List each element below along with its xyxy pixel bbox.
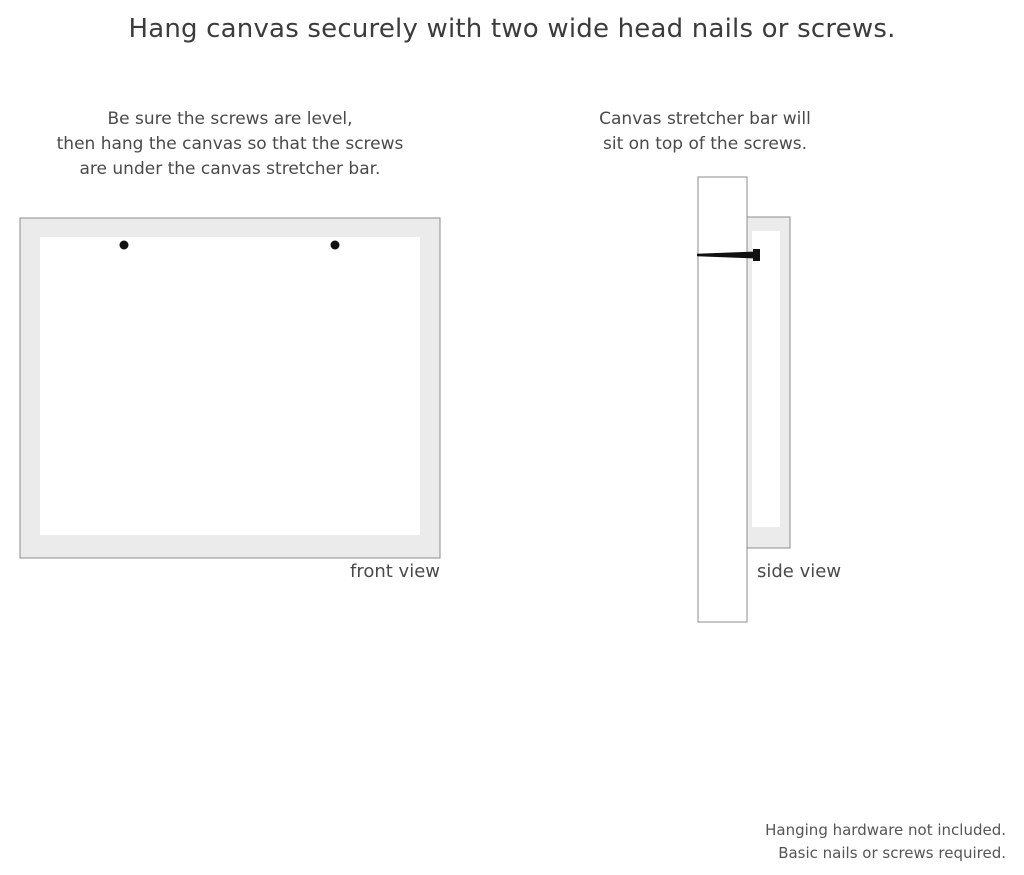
front-canvas-inner-rect <box>40 237 420 535</box>
front-canvas-outer-rect <box>19 217 441 559</box>
front-caption-line-2: then hang the canvas so that the screws <box>56 134 404 154</box>
side-screw-nail-icon <box>697 249 760 261</box>
side-view-caption: Canvas stretcher bar will sit on top of … <box>565 107 845 157</box>
front-view-diagram <box>19 217 441 559</box>
front-view-caption: Be sure the screws are level, then hang … <box>20 107 440 182</box>
side-wall-rect <box>697 176 748 623</box>
disclaimer-line-1: Hanging hardware not included. <box>765 821 1006 839</box>
disclaimer-line-2: Basic nails or screws required. <box>778 844 1006 862</box>
side-view-diagram <box>697 176 791 623</box>
front-caption-line-3: are under the canvas stretcher bar. <box>79 159 381 179</box>
front-caption-line-1: Be sure the screws are level, <box>107 109 353 129</box>
side-canvas-inner-cavity-rect <box>752 231 780 527</box>
side-caption-line-2: sit on top of the screws. <box>602 134 808 154</box>
side-caption-line-1: Canvas stretcher bar will <box>599 109 811 129</box>
side-view-label: side view <box>757 561 842 582</box>
front-view-label: front view <box>350 561 440 582</box>
hardware-disclaimer: Hanging hardware not included. Basic nai… <box>765 819 1006 865</box>
side-canvas-rect <box>745 216 791 549</box>
page-title: Hang canvas securely with two wide head … <box>128 14 896 44</box>
front-screw-dot-right <box>330 240 340 250</box>
front-screw-dot-left <box>119 240 129 250</box>
